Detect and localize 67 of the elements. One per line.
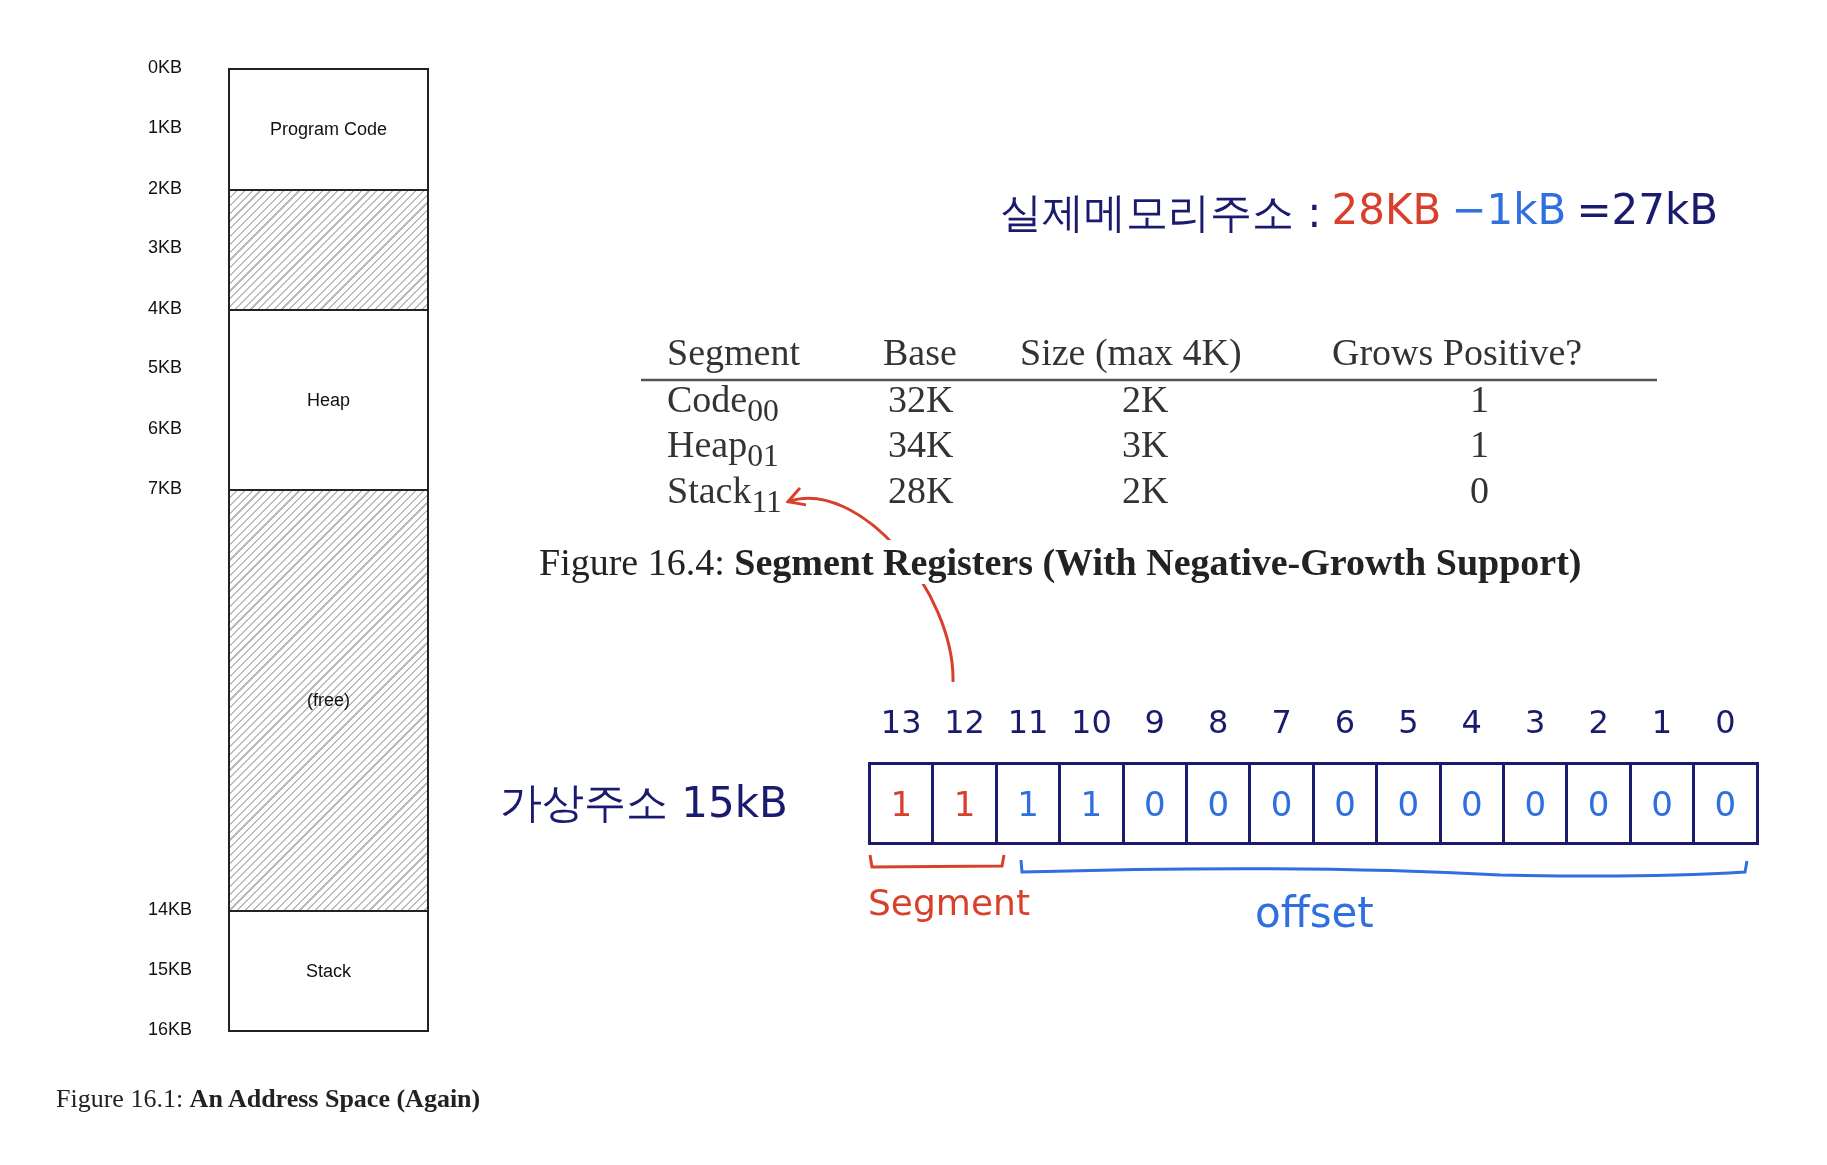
bit-number: 3 [1525, 703, 1546, 741]
figure-caption: Figure 16.4: Segment Registers (With Negative-Growth Support) [539, 540, 1582, 584]
bit-value: 0 [1143, 783, 1166, 824]
handwritten-label: offset [1255, 888, 1374, 937]
bit-number: 5 [1398, 703, 1419, 741]
bit-value: 0 [1587, 783, 1610, 824]
bit-number: 13 [880, 703, 922, 741]
bit-value: 0 [1714, 783, 1737, 824]
table-cell: 2K [1122, 377, 1169, 421]
stack-segment [228, 910, 429, 1032]
bit-value: 0 [1397, 783, 1420, 824]
handwritten-formula: 실제메모리주소 : [1000, 187, 1322, 239]
address-label: 0KB [148, 57, 183, 78]
segment-name: Program Code [269, 119, 388, 140]
bit-value: 0 [1651, 783, 1673, 824]
address-label: 4KB [148, 298, 183, 319]
table-header: Grows Positive? [1332, 330, 1583, 374]
segment-name: Heap [307, 389, 350, 411]
table-header: Base [883, 330, 957, 374]
bit-value: 0 [1207, 783, 1229, 824]
bit-value: 0 [1524, 783, 1546, 824]
unused-segment [228, 189, 429, 311]
handwritten-formula: −1kB [1451, 185, 1567, 236]
table-cell: 3K [1122, 422, 1169, 466]
address-label: 2KB [148, 178, 183, 199]
address-label: 7KB [148, 478, 183, 499]
address-label: 1KB [148, 117, 183, 138]
table-header: Size (max 4K) [1020, 330, 1242, 374]
segment-name: (free) [307, 690, 350, 711]
address-label: 15KB [148, 959, 193, 980]
table-cell: 2K [1122, 468, 1169, 512]
bit-number: 10 [1071, 703, 1112, 741]
bit-value: 0 [1334, 783, 1356, 824]
handwritten-formula: =27kB [1576, 185, 1719, 236]
bit-value: 0 [1460, 783, 1483, 824]
address-label: 14KB [148, 899, 193, 920]
bit-value: 0 [1270, 783, 1293, 824]
free-space-segment [228, 489, 429, 912]
bit-number: 8 [1208, 703, 1229, 741]
handwritten-formula: 28KB [1331, 185, 1442, 236]
address-label: 6KB [148, 418, 183, 439]
bit-number: 6 [1334, 703, 1356, 741]
address-label: 3KB [148, 237, 183, 258]
bit-value: 1 [953, 783, 976, 824]
table-cell: 32K [888, 377, 954, 421]
table-header: Segment [667, 330, 800, 374]
bit-number: 11 [1007, 703, 1049, 741]
handwritten-note: 가상주소 15kB [500, 777, 788, 829]
table-cell: 1 [1470, 422, 1489, 466]
address-label: 5KB [148, 357, 183, 378]
table-cell: 0 [1470, 468, 1489, 512]
table-cell: 34K [888, 422, 954, 466]
bit-number: 0 [1715, 703, 1736, 741]
bit-value: 1 [890, 783, 912, 824]
bit-value: 1 [1080, 783, 1103, 824]
bit-number: 12 [944, 703, 985, 741]
table-cell: 1 [1470, 377, 1489, 421]
table-cell: 28K [888, 468, 954, 512]
bit-number: 7 [1271, 703, 1292, 741]
bit-number: 2 [1588, 703, 1609, 741]
address-label: 16KB [148, 1019, 193, 1040]
bit-value: 1 [1017, 783, 1039, 824]
bit-number: 9 [1144, 703, 1165, 741]
handwritten-label: Segment [868, 882, 1030, 923]
bit-number: 1 [1651, 703, 1673, 741]
bit-number: 4 [1461, 703, 1482, 741]
segment-name: Stack [306, 960, 351, 982]
